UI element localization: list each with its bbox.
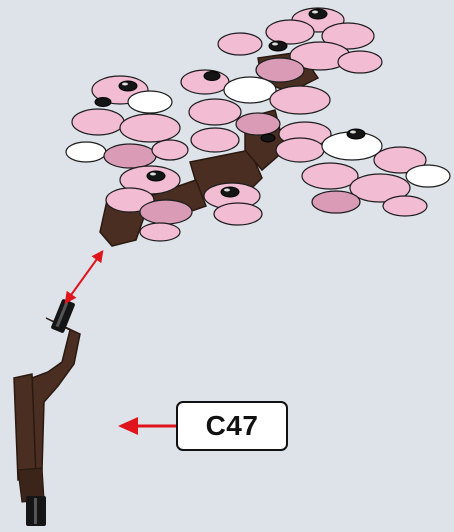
blossom-cluster-top (218, 8, 382, 82)
part-code-callout: C47 (176, 401, 288, 451)
axle-connector-bottom (26, 496, 46, 526)
axle-connector-top (51, 299, 76, 334)
blossom-cluster-right (276, 132, 450, 216)
arrow-double-red (66, 252, 102, 302)
trunk-part (14, 299, 80, 526)
arrow-left-red (118, 417, 176, 435)
blossom-branch-assembly (66, 8, 450, 246)
part-code-label: C47 (206, 410, 259, 442)
